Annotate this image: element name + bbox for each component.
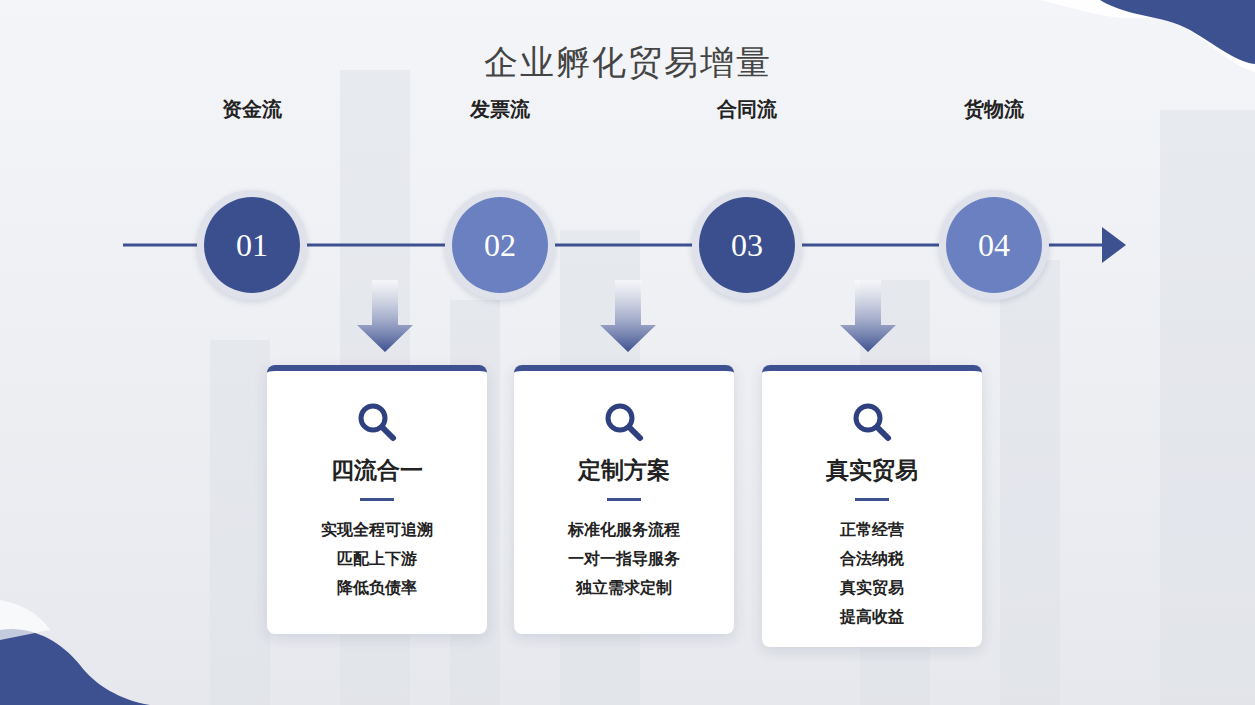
step-circle: 资金流01	[197, 190, 307, 300]
step-circle: 发票流02	[445, 190, 555, 300]
corner-wave	[0, 629, 150, 705]
card-line: 一对一指导服务	[568, 544, 680, 573]
timeline-connector	[307, 244, 445, 247]
step-circle: 合同流03	[692, 190, 802, 300]
card-line: 匹配上下游	[337, 544, 417, 573]
magnifier-icon	[851, 401, 893, 443]
heading-underline	[360, 498, 394, 501]
step-label: 合同流	[647, 96, 847, 123]
card-heading: 定制方案	[578, 455, 670, 486]
feature-card: 定制方案标准化服务流程一对一指导服务独立需求定制	[514, 365, 734, 634]
circle-fill: 03	[699, 197, 795, 293]
magnifier-icon	[356, 401, 398, 443]
step-number: 04	[978, 227, 1010, 264]
card-line: 真实贸易	[840, 573, 904, 602]
timeline-arrowhead	[1102, 227, 1126, 263]
circle-fill: 04	[946, 197, 1042, 293]
corner-wave	[1040, 0, 1255, 72]
card-line: 标准化服务流程	[568, 515, 680, 544]
down-arrows	[357, 280, 896, 352]
step-number: 02	[484, 227, 516, 264]
corner-wave	[1100, 0, 1255, 64]
card-line: 实现全程可追溯	[321, 515, 433, 544]
card-line: 独立需求定制	[576, 573, 672, 602]
feature-card: 真实贸易正常经营合法纳税真实贸易提高收益	[762, 365, 982, 647]
city-silhouette	[210, 70, 1255, 705]
timeline-connector	[802, 244, 939, 247]
corner-wave	[0, 600, 50, 640]
step-label: 发票流	[400, 96, 600, 123]
timeline-line	[1047, 244, 1106, 247]
step-label: 资金流	[152, 96, 352, 123]
step-circle: 货物流04	[939, 190, 1049, 300]
step-number: 03	[731, 227, 763, 264]
timeline-connector	[555, 244, 692, 247]
circle-fill: 02	[452, 197, 548, 293]
card-line: 正常经营	[840, 515, 904, 544]
diagram-title: 企业孵化贸易增量	[0, 40, 1255, 86]
step-number: 01	[236, 227, 268, 264]
magnifier-icon	[603, 401, 645, 443]
card-heading: 四流合一	[331, 455, 423, 486]
step-label: 货物流	[894, 96, 1094, 123]
card-line: 提高收益	[840, 602, 904, 631]
card-line: 合法纳税	[840, 544, 904, 573]
card-heading: 真实贸易	[826, 455, 918, 486]
heading-underline	[855, 498, 889, 501]
timeline-line	[123, 244, 200, 247]
card-line: 降低负债率	[337, 573, 417, 602]
feature-card: 四流合一实现全程可追溯匹配上下游降低负债率	[267, 365, 487, 634]
circle-fill: 01	[204, 197, 300, 293]
heading-underline	[607, 498, 641, 501]
